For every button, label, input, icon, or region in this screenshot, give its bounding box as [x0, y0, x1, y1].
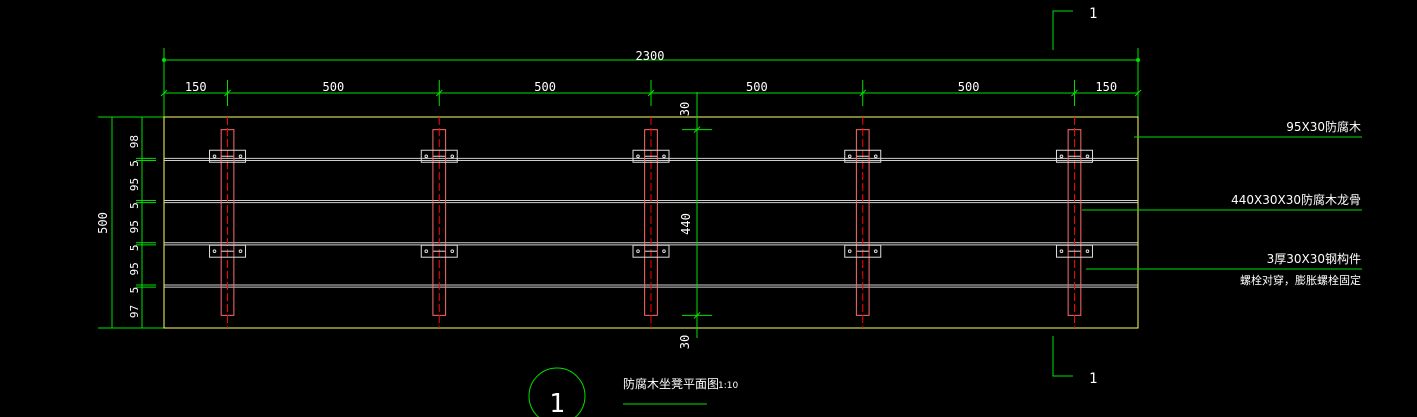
detail-marker: 1	[528, 367, 586, 417]
segment-width-label: 5	[128, 244, 141, 251]
detail-number: 1	[549, 389, 565, 417]
bracket-label: 3厚30X30钢构件	[1267, 251, 1361, 266]
steel-bracket	[1055, 244, 1093, 258]
section-mark-bottom-label: 1	[1089, 371, 1097, 387]
segment-dim-label: 150	[185, 80, 207, 94]
steel-bracket	[844, 149, 882, 163]
steel-bracket	[632, 244, 670, 258]
steel-brackets	[209, 149, 1093, 258]
overall-width-label: 500	[96, 212, 110, 234]
bolt	[847, 249, 852, 253]
bolt	[238, 154, 243, 159]
drawing-scale: 1:10	[718, 381, 738, 391]
section-mark-top: 1	[1052, 6, 1097, 50]
bolt	[873, 154, 878, 159]
steel-bracket	[632, 149, 670, 163]
segment-dim-label: 500	[958, 80, 980, 94]
segment-width-label: 5	[128, 160, 141, 167]
bolt	[1085, 154, 1090, 159]
bolt	[662, 154, 666, 159]
section-mark-bottom: 1	[1052, 336, 1097, 387]
keel-length-dimension	[682, 92, 712, 338]
section-mark-top-label: 1	[1089, 6, 1097, 22]
plank-label: 95X30防腐木	[1286, 119, 1361, 134]
bolt	[238, 249, 243, 253]
bolt	[1085, 249, 1090, 253]
segment-dim-label: 150	[1095, 80, 1117, 94]
steel-bracket	[209, 244, 247, 258]
bolt	[636, 154, 640, 159]
keel-dim-tick	[693, 311, 701, 319]
segment-width-label: 95	[128, 220, 141, 233]
keels	[220, 117, 1082, 328]
steel-bracket	[209, 149, 247, 163]
segment-width-label: 95	[128, 178, 141, 191]
overall-length-label: 2300	[636, 49, 665, 63]
bolt	[873, 249, 878, 253]
segment-tick	[224, 89, 231, 97]
keel-gap-top-label: 30	[678, 102, 692, 116]
segment-width-label: 98	[128, 135, 141, 148]
bolt	[212, 154, 217, 159]
bolt	[424, 154, 429, 159]
dim-tick	[162, 58, 166, 62]
segment-width-label: 5	[128, 287, 141, 294]
keel-gap-bottom-label: 30	[678, 335, 692, 349]
segment-width-label: 97	[128, 305, 141, 318]
segment-width-label: 5	[128, 202, 141, 209]
bolt	[1059, 249, 1064, 253]
steel-bracket	[420, 149, 458, 163]
bolt	[636, 249, 640, 253]
left-segment-dims: 98 5 95 5 95 5 95 5 97	[98, 116, 164, 329]
segment-tick	[647, 89, 655, 97]
callout-leaders	[1082, 136, 1362, 270]
bolt	[847, 154, 852, 159]
segment-tick	[435, 89, 443, 97]
drawing-title: 防腐木坐凳平面图	[623, 376, 719, 391]
bolt	[424, 249, 429, 253]
dim-tick	[1136, 58, 1140, 62]
top-segment-dims: 150 500 500 500 500 150	[160, 80, 1142, 106]
keel-length-label: 440	[679, 213, 693, 235]
segment-width-label: 95	[128, 262, 141, 275]
keel-dim-tick	[693, 126, 701, 134]
bracket-note: 螺栓对穿，膨胀螺栓固定	[1240, 273, 1361, 287]
segment-tick	[859, 89, 867, 97]
keel-label: 440X30X30防腐木龙骨	[1231, 192, 1361, 207]
segment-dim-label: 500	[534, 80, 556, 94]
bolt	[1059, 154, 1064, 159]
segment-tick	[1134, 89, 1142, 97]
steel-bracket	[1055, 149, 1093, 163]
steel-bracket	[844, 244, 882, 258]
plank-gap-lines	[164, 157, 1138, 288]
segment-tick	[1071, 89, 1078, 97]
segment-dim-label: 500	[323, 80, 345, 94]
segment-dim-label: 500	[746, 80, 768, 94]
bolt	[212, 249, 217, 253]
bolt	[450, 249, 455, 253]
bolt	[662, 249, 666, 253]
bolt	[450, 154, 455, 159]
segment-tick	[160, 89, 168, 97]
steel-bracket	[420, 244, 458, 258]
